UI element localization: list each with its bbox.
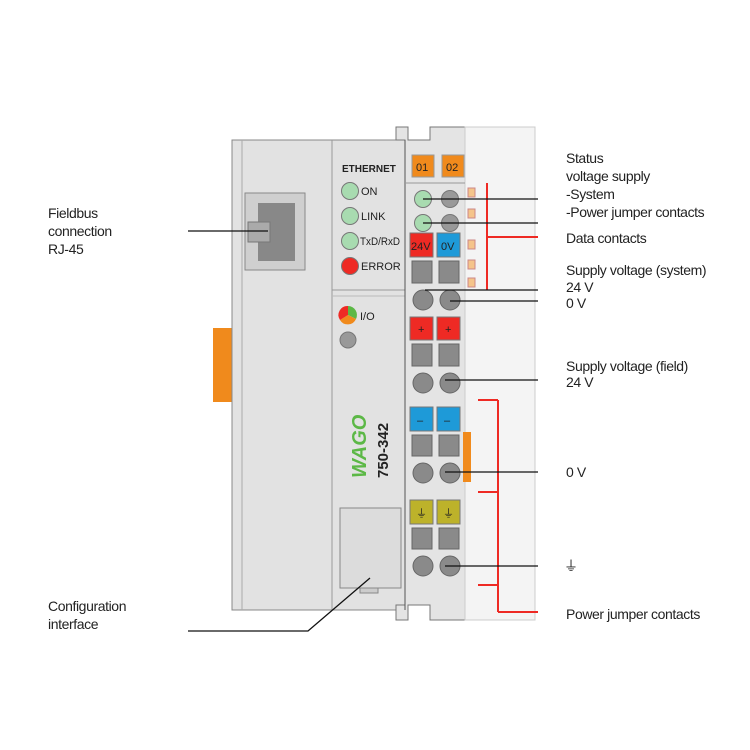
status-tag-01: 01 — [411, 154, 435, 178]
led-grey — [339, 331, 357, 349]
callout-lines — [188, 198, 538, 632]
tag-ground: ⏚⏚ — [409, 499, 461, 525]
svg-text:-Power jumper contacts: -Power jumper contacts — [566, 204, 705, 220]
model-number: 750-342 — [375, 423, 392, 478]
svg-text:LINK: LINK — [361, 211, 386, 223]
svg-text:connection: connection — [48, 223, 112, 239]
label-supply-field: Supply voltage (field) 24 V — [566, 358, 688, 390]
ground-icon: ⏚ — [564, 558, 578, 574]
svg-text:+: + — [418, 324, 424, 336]
tag-minus: –– — [409, 406, 461, 432]
svg-text:Fieldbus: Fieldbus — [48, 205, 98, 221]
svg-text:–: – — [417, 415, 424, 427]
label-fieldbus: Fieldbus connection RJ-45 — [48, 205, 112, 257]
configuration-port[interactable] — [339, 507, 402, 589]
led-io: I/O — [338, 305, 375, 325]
svg-text:-System: -System — [566, 186, 615, 202]
svg-text:ON: ON — [361, 186, 378, 198]
led-on: ON — [341, 182, 378, 200]
svg-text:interface: interface — [48, 616, 99, 632]
svg-text:24 V: 24 V — [566, 279, 594, 295]
tag-plus: ++ — [409, 316, 461, 341]
label-power-jumper: Power jumper contacts — [566, 606, 700, 622]
fieldbus-name: ETHERNET — [342, 164, 396, 175]
svg-text:0 V: 0 V — [566, 295, 587, 311]
svg-text:24V: 24V — [411, 241, 431, 253]
led-txd-rxd: TxD/RxD — [341, 232, 400, 250]
led-link: LINK — [341, 207, 386, 225]
tag-0v: 0V — [436, 232, 461, 258]
led-error: ERROR — [341, 257, 401, 275]
svg-text:Configuration: Configuration — [48, 598, 126, 614]
label-0v: 0 V — [566, 464, 587, 480]
svg-text:Supply voltage (system): Supply voltage (system) — [566, 262, 706, 278]
svg-text:0V: 0V — [441, 241, 455, 253]
contact-indicators — [478, 183, 538, 613]
svg-text:⏚: ⏚ — [443, 507, 454, 520]
svg-text:–: – — [444, 415, 451, 427]
power-jumper-tab — [463, 432, 471, 482]
label-supply-system: Supply voltage (system) 24 V 0 V — [566, 262, 707, 311]
tag-24v: 24V — [409, 232, 434, 258]
svg-text:24 V: 24 V — [566, 374, 594, 390]
svg-text:⏚: ⏚ — [416, 507, 427, 520]
label-data-contacts: Data contacts — [566, 230, 647, 246]
svg-text:I/O: I/O — [360, 311, 375, 323]
svg-text:voltage supply: voltage supply — [566, 168, 650, 184]
svg-text:+: + — [445, 324, 451, 336]
din-rail-clip — [213, 328, 233, 402]
svg-text:ERROR: ERROR — [361, 261, 401, 273]
svg-text:02: 02 — [446, 162, 458, 174]
status-tag-02: 02 — [441, 154, 465, 178]
svg-text:RJ-45: RJ-45 — [48, 241, 84, 257]
wago-logo: WAGO — [349, 414, 371, 478]
label-config: Configuration interface — [48, 598, 126, 632]
svg-text:TxD/RxD: TxD/RxD — [360, 236, 400, 248]
svg-text:01: 01 — [416, 162, 428, 174]
svg-text:Supply voltage (field): Supply voltage (field) — [566, 358, 688, 374]
label-status: Status voltage supply -System -Power jum… — [566, 150, 705, 220]
svg-text:Status: Status — [566, 150, 604, 166]
